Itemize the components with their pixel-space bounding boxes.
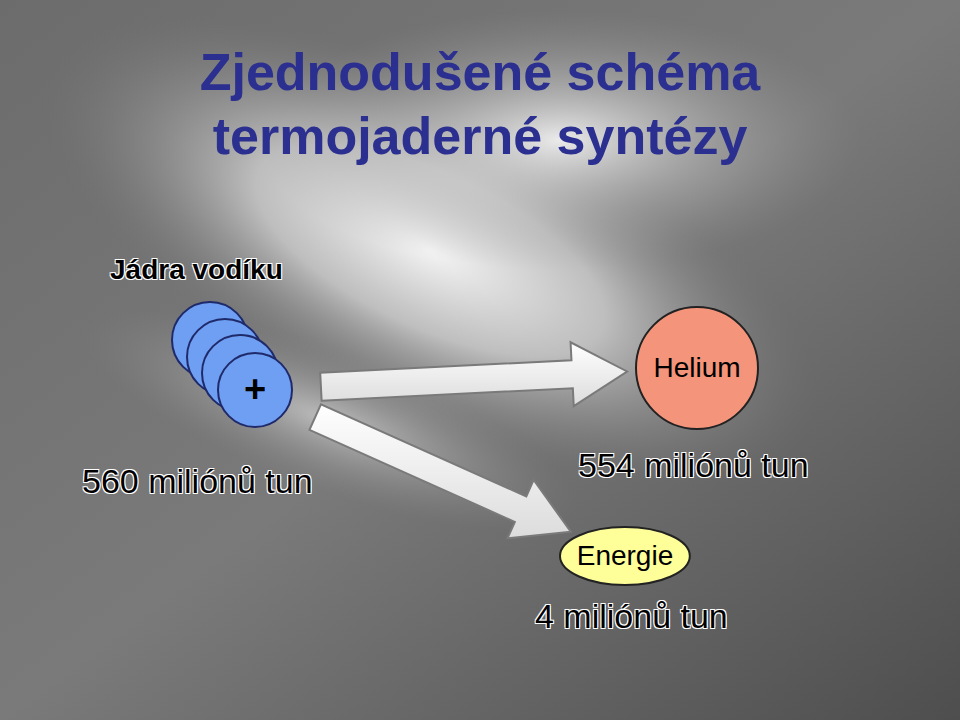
block-arrow [320, 342, 627, 406]
node-text-box: Helium [635, 306, 759, 430]
node-label: + [244, 369, 266, 411]
nucleus-circle: + [217, 352, 293, 428]
mass-label: 4 miliónů tun [535, 597, 728, 636]
node-label: Energie [577, 541, 674, 572]
helium-circle: Helium [635, 306, 759, 430]
node-text-box: + [217, 352, 293, 428]
node-text-box: Energie [559, 526, 691, 586]
mass-label: 554 miliónů tun [578, 446, 809, 485]
node-outline-shape [218, 353, 292, 427]
block-arrow [309, 404, 570, 538]
mass-label: 560 miliónů tun [82, 462, 313, 501]
node-outline-shape [560, 527, 690, 585]
group-heading: Jádra vodíku [110, 254, 283, 286]
diagram-title: Zjednodušené schéma termojaderné syntézy [110, 40, 850, 168]
node-outline-shape [636, 307, 758, 429]
node-label: Helium [653, 353, 740, 384]
energy-ellipse: Energie [559, 526, 691, 586]
